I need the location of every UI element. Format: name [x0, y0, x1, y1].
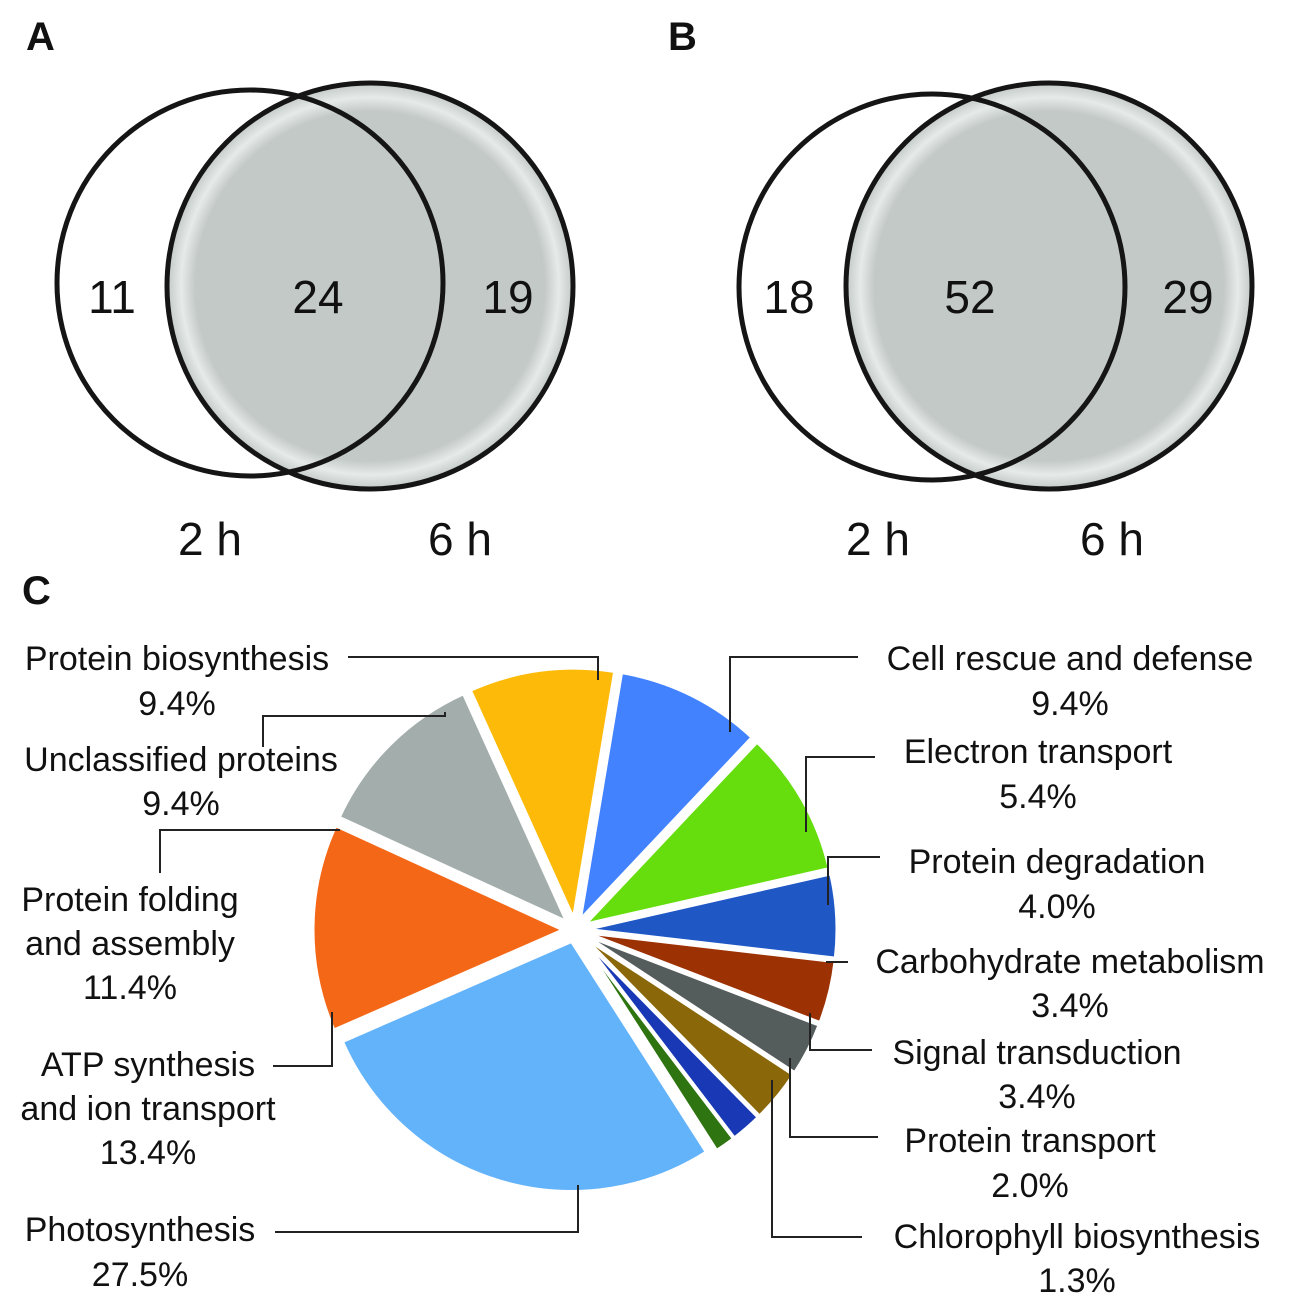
venn-a-label-6h: 6 h	[428, 513, 492, 565]
venn-diagram-a: 11 24 19 2 h 6 h	[54, 80, 576, 565]
pie-label-protein-transport: Protein transport	[904, 1122, 1156, 1160]
pie-leader-lines	[159, 656, 880, 1238]
pie-slice-chlorophyll-biosynthesis	[580, 938, 736, 1153]
pie-label-carbohydrate: Carbohydrate metabolism	[875, 943, 1264, 981]
leader-photosynthesis	[275, 1185, 579, 1233]
leader-protein-folding	[159, 829, 340, 873]
pie-pct-electron-transport: 5.4%	[999, 778, 1077, 816]
venn-b-only-2h: 18	[763, 271, 814, 323]
pie-pct-atp: 13.4%	[100, 1134, 196, 1172]
pie-pct-protein-biosynthesis: 9.4%	[138, 685, 216, 723]
venn-b-circle-2h	[736, 91, 1128, 483]
pie-pct-protein-degradation: 4.0%	[1018, 888, 1096, 926]
pie-slice-signal-transduction	[583, 936, 796, 1119]
pie-label-chlorophyll: Chlorophyll biosynthesis	[894, 1218, 1261, 1256]
pie-pct-photosynthesis: 27.5%	[92, 1256, 188, 1294]
pie-slice-protein-biosynthesis	[578, 670, 755, 924]
leader-atp-synthesis	[273, 1012, 333, 1067]
leader-signal-transduction	[809, 1013, 872, 1051]
pie-pct-signal-transduction: 3.4%	[998, 1078, 1076, 1116]
pie-label-folding-line1: Protein folding	[21, 881, 238, 919]
pie-slice-unclassified-proteins	[468, 666, 617, 924]
pie-pct-carbohydrate: 3.4%	[1031, 987, 1109, 1025]
leader-electron-transport	[805, 756, 875, 832]
pie-slice-electron-transport	[586, 872, 839, 960]
pie-label-signal-transduction: Signal transduction	[892, 1034, 1181, 1072]
pie-label-unclassified: Unclassified proteins	[24, 741, 338, 779]
pie-labels: Protein biosynthesis 9.4% Cell rescue an…	[20, 640, 1264, 1300]
pie-label-folding-line2: and assembly	[25, 925, 235, 963]
venn-b-set2-fill	[846, 83, 1252, 489]
leader-protein-degradation	[827, 856, 880, 905]
venn-a-set2-fill	[167, 83, 573, 489]
venn-b-label-2h: 2 h	[846, 513, 910, 565]
venn-diagram-b: 18 52 29 2 h 6 h	[736, 80, 1255, 565]
pie-label-atp-line2: and ion transport	[20, 1090, 276, 1128]
venn-a-circle-2h	[54, 87, 446, 479]
venn-a-label-2h: 2 h	[178, 513, 242, 565]
pie-label-electron-transport: Electron transport	[904, 733, 1173, 771]
pie-slice-photosynthesis	[340, 939, 709, 1193]
venn-a-only-2h: 11	[88, 271, 136, 323]
pie-label-atp-line1: ATP synthesis	[41, 1046, 255, 1084]
pie-pct-chlorophyll: 1.3%	[1038, 1262, 1116, 1300]
pie-label-protein-biosynthesis: Protein biosynthesis	[25, 640, 329, 678]
pie-pct-cell-rescue: 9.4%	[1031, 685, 1109, 723]
venn-b-circle-6h	[843, 80, 1255, 492]
venn-b-both: 52	[944, 271, 995, 323]
pie-label-cell-rescue: Cell rescue and defense	[887, 640, 1254, 678]
panel-letter-b: B	[668, 15, 697, 59]
pie-slice-carbohydrate-metabolism	[584, 934, 821, 1075]
panel-letter-a: A	[26, 15, 55, 59]
pie-slice-atp-synthesis-and-ion-transport	[311, 823, 567, 1033]
venn-a-circle-6h	[164, 80, 576, 492]
leader-chlorophyll	[771, 1080, 862, 1238]
venn-b-label-6h: 6 h	[1080, 513, 1144, 565]
panel-letter-c: C	[22, 569, 51, 613]
leader-protein-biosynthesis	[348, 656, 599, 680]
pie-pct-unclassified: 9.4%	[142, 785, 220, 823]
venn-a-only-6h: 19	[482, 271, 533, 323]
leader-unclassified	[262, 712, 446, 747]
pie-slice-protein-folding-and-assembly	[337, 691, 570, 925]
pie-pct-protein-transport: 2.0%	[991, 1167, 1069, 1205]
pie-pct-folding: 11.4%	[83, 969, 177, 1007]
pie-chart-c	[311, 666, 839, 1193]
pie-label-photosynthesis: Photosynthesis	[25, 1211, 256, 1249]
leader-protein-transport	[789, 1058, 878, 1138]
leader-cell-rescue	[729, 656, 858, 732]
venn-a-both: 24	[292, 271, 343, 323]
venn-b-only-6h: 29	[1162, 271, 1213, 323]
pie-label-protein-degradation: Protein degradation	[909, 843, 1206, 881]
